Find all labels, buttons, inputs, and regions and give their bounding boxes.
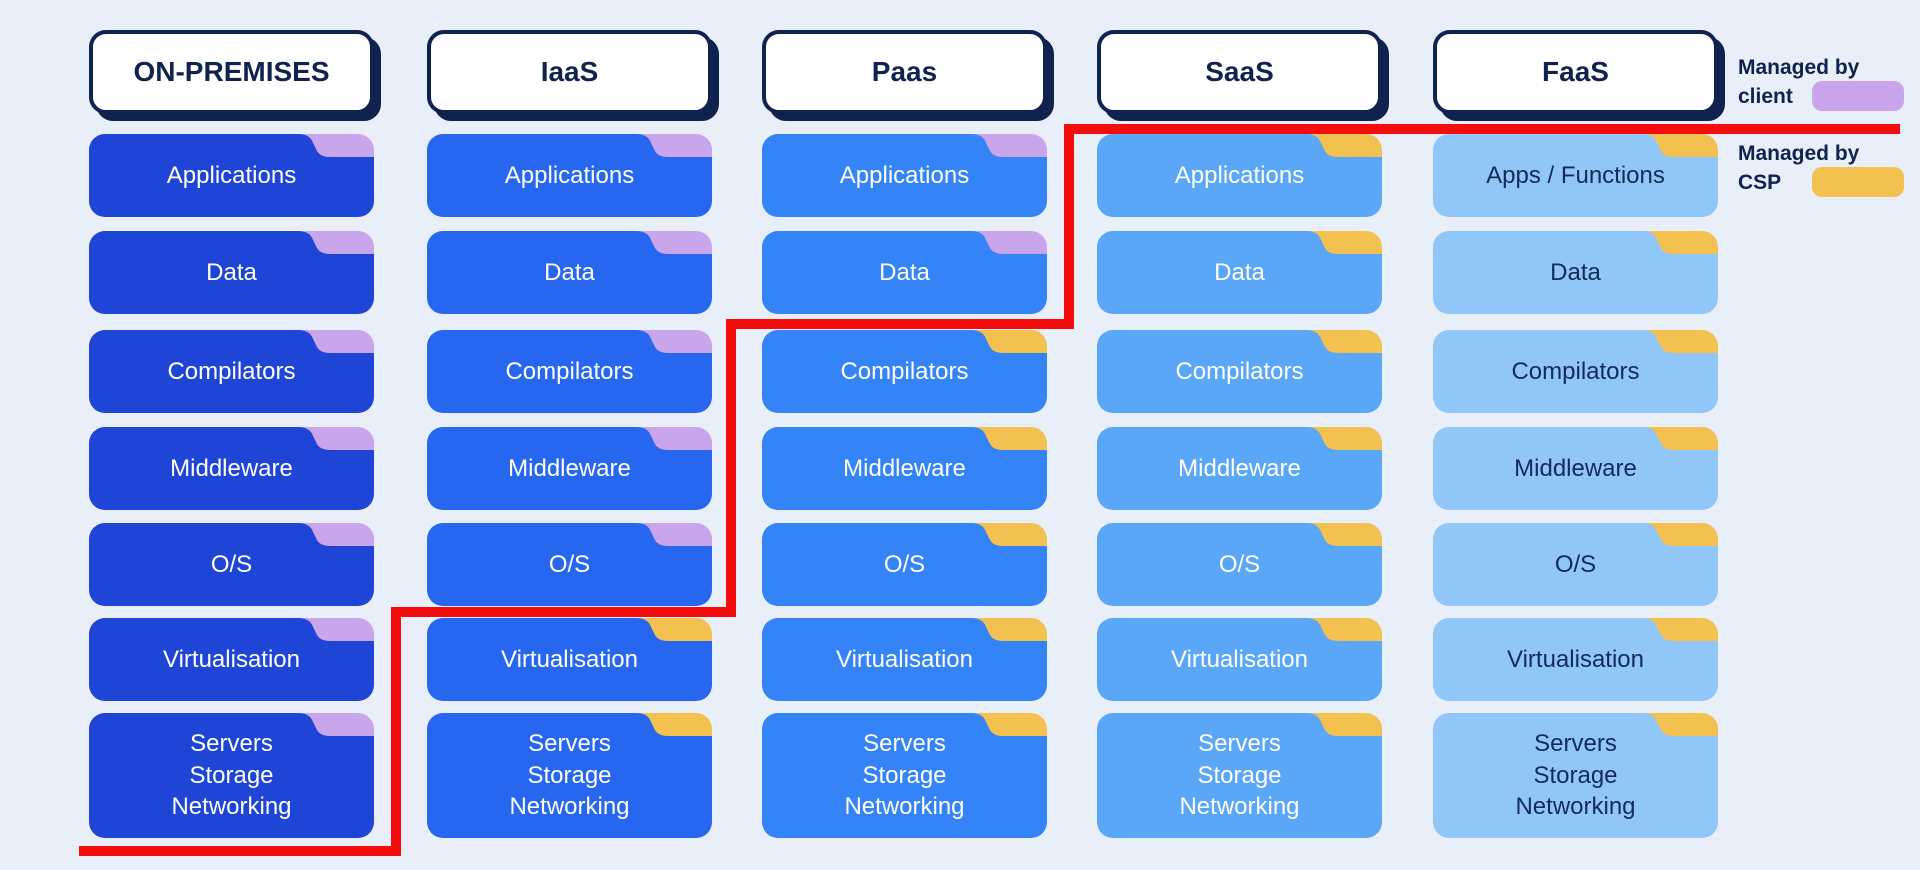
- layer-label: O/S: [1554, 550, 1597, 578]
- layer-box-iaas-6: Virtualisation: [427, 618, 712, 701]
- layer-box-paas-3: Compilators: [762, 330, 1047, 413]
- layer-label: O/S: [883, 550, 926, 578]
- layer-box-on-premises-7: Servers Storage Networking: [89, 713, 374, 838]
- column-header-paas: Paas: [762, 30, 1047, 114]
- layer-box-on-premises-2: Data: [89, 231, 374, 314]
- layer-label: Servers Storage Networking: [1515, 729, 1636, 821]
- layer-box-saas-4: Middleware: [1097, 427, 1382, 510]
- layer-label: O/S: [548, 550, 591, 578]
- legend-managed-by-csp: Managed by CSP: [1738, 140, 1904, 197]
- layer-box-faas-2: Data: [1433, 231, 1718, 314]
- layer-label: Middleware: [508, 454, 631, 482]
- layer-label: Middleware: [1514, 454, 1637, 482]
- layer-label: Compilators: [505, 357, 634, 385]
- layer-box-iaas-1: Applications: [427, 134, 712, 217]
- layer-label: Servers Storage Networking: [171, 729, 292, 821]
- layer-label: O/S: [210, 550, 253, 578]
- layer-label: Compilators: [1175, 357, 1304, 385]
- layer-box-iaas-2: Data: [427, 231, 712, 314]
- layer-box-paas-2: Data: [762, 231, 1047, 314]
- layer-label: Virtualisation: [1507, 645, 1644, 673]
- layer-label: Virtualisation: [163, 645, 300, 673]
- layer-box-faas-5: O/S: [1433, 523, 1718, 606]
- layer-box-saas-3: Compilators: [1097, 330, 1382, 413]
- layer-box-faas-6: Virtualisation: [1433, 618, 1718, 701]
- layer-label: Data: [1550, 258, 1601, 286]
- layer-box-paas-5: O/S: [762, 523, 1047, 606]
- layer-box-saas-1: Applications: [1097, 134, 1382, 217]
- layer-box-iaas-4: Middleware: [427, 427, 712, 510]
- layer-label: Data: [544, 258, 595, 286]
- layer-label: Middleware: [1178, 454, 1301, 482]
- layer-label: Applications: [839, 161, 970, 189]
- layer-box-on-premises-1: Applications: [89, 134, 374, 217]
- legend-client-line2: client: [1738, 84, 1793, 108]
- layer-label: Compilators: [167, 357, 296, 385]
- legend-managed-by-client: Managed by client: [1738, 54, 1904, 111]
- layer-box-on-premises-6: Virtualisation: [89, 618, 374, 701]
- layer-label: O/S: [1218, 550, 1261, 578]
- layer-label: Servers Storage Networking: [1179, 729, 1300, 821]
- layer-box-paas-1: Applications: [762, 134, 1047, 217]
- legend-csp-line2: CSP: [1738, 170, 1782, 194]
- layer-box-on-premises-4: Middleware: [89, 427, 374, 510]
- layer-box-paas-4: Middleware: [762, 427, 1047, 510]
- column-header-iaas: IaaS: [427, 30, 712, 114]
- layer-box-iaas-5: O/S: [427, 523, 712, 606]
- layer-box-saas-2: Data: [1097, 231, 1382, 314]
- layer-label: Servers Storage Networking: [509, 729, 630, 821]
- layer-box-faas-4: Middleware: [1433, 427, 1718, 510]
- column-header-saas: SaaS: [1097, 30, 1382, 114]
- layer-label: Applications: [1174, 161, 1305, 189]
- layer-label: Apps / Functions: [1486, 161, 1665, 189]
- layer-box-faas-3: Compilators: [1433, 330, 1718, 413]
- layer-label: Virtualisation: [836, 645, 973, 673]
- layer-label: Virtualisation: [501, 645, 638, 673]
- layer-box-on-premises-3: Compilators: [89, 330, 374, 413]
- layer-box-saas-7: Servers Storage Networking: [1097, 713, 1382, 838]
- layer-label: Data: [879, 258, 930, 286]
- layer-box-faas-7: Servers Storage Networking: [1433, 713, 1718, 838]
- layer-label: Data: [1214, 258, 1265, 286]
- layer-label: Virtualisation: [1171, 645, 1308, 673]
- layer-label: Data: [206, 258, 257, 286]
- legend-csp-line1: Managed by: [1738, 142, 1860, 165]
- csp-color-swatch: [1812, 167, 1904, 197]
- layer-label: Applications: [504, 161, 635, 189]
- layer-label: Compilators: [840, 357, 969, 385]
- layer-box-iaas-7: Servers Storage Networking: [427, 713, 712, 838]
- layer-box-iaas-3: Compilators: [427, 330, 712, 413]
- layer-box-on-premises-5: O/S: [89, 523, 374, 606]
- layer-label: Compilators: [1511, 357, 1640, 385]
- column-header-faas: FaaS: [1433, 30, 1718, 114]
- layer-box-saas-6: Virtualisation: [1097, 618, 1382, 701]
- legend-client-line1: Managed by: [1738, 56, 1860, 79]
- layer-box-saas-5: O/S: [1097, 523, 1382, 606]
- layer-box-paas-7: Servers Storage Networking: [762, 713, 1047, 838]
- client-color-swatch: [1812, 81, 1904, 111]
- layer-label: Middleware: [170, 454, 293, 482]
- column-header-on-premises: ON-PREMISES: [89, 30, 374, 114]
- layer-box-paas-6: Virtualisation: [762, 618, 1047, 701]
- layer-label: Applications: [166, 161, 297, 189]
- layer-label: Middleware: [843, 454, 966, 482]
- layer-label: Servers Storage Networking: [844, 729, 965, 821]
- layer-box-faas-1: Apps / Functions: [1433, 134, 1718, 217]
